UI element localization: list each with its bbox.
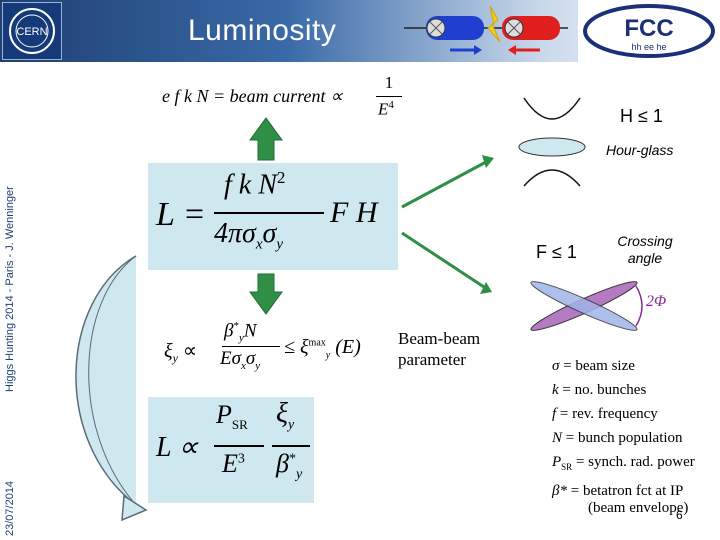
beam-collision-graphic	[404, 5, 568, 55]
luminosity-lhs: L =	[156, 196, 206, 233]
beam-current-fraction-line	[376, 96, 402, 97]
curved-arrow-head-icon	[121, 494, 148, 522]
luminosity-formula-box	[148, 163, 398, 270]
curved-arrow-inner	[88, 255, 137, 506]
fcc-logo: FCC hh ee he	[578, 0, 720, 62]
symbol-legend: σ = beam size k = no. bunches f = rev. f…	[552, 354, 695, 503]
crossing-beam-2	[530, 281, 638, 331]
page-title: Luminosity	[188, 14, 337, 47]
legend-item: k = no. bunches	[552, 382, 647, 398]
hourglass-label: H ≤ 1	[620, 106, 663, 126]
luminosity-numerator: f k N2	[224, 168, 286, 201]
beam-current-numerator: 1	[384, 73, 394, 92]
luminosity-fraction-line	[214, 212, 324, 214]
legend-item: β* = betatron fct at IP	[552, 483, 684, 499]
curved-arrow-body	[75, 255, 137, 506]
page-number: 6	[676, 508, 683, 522]
sr-lhs: L ∝	[156, 432, 199, 463]
sr-fraction-line-1	[214, 445, 264, 447]
legend-item: N = bunch population	[552, 430, 683, 446]
legend-item: PSR = synch. rad. power	[552, 454, 695, 472]
crossing-angle-arc	[635, 285, 643, 327]
arrow-up-to-beam-current	[249, 117, 283, 161]
hourglass-top-curve	[523, 97, 581, 120]
beam-current-lhs: e f k N = beam current ∝	[162, 86, 343, 106]
arrow-down-to-beam-beam	[249, 273, 283, 315]
fcc-logo-text: FCC	[624, 15, 673, 42]
hourglass-caption: Hour-glass	[606, 142, 674, 158]
beam-current-denominator: E4	[378, 99, 394, 119]
legend-item: f = rev. frequency	[552, 406, 658, 422]
legend-tail: (beam envelope)	[588, 500, 689, 516]
crossing-angle-label: 2Φ	[646, 293, 667, 310]
sr-power: PSR	[216, 400, 248, 433]
line-to-hourglass	[401, 160, 487, 209]
crossing-label: F ≤ 1	[536, 242, 577, 262]
hourglass-beam-ellipse	[518, 137, 586, 157]
fcc-logo-icon: FCC hh ee he	[583, 4, 715, 58]
beam-beam-fraction-line	[222, 346, 280, 347]
beam-beam-lhs: ξy ∝	[164, 340, 198, 365]
sr-beta: β*y	[276, 449, 303, 483]
hourglass-bottom-curve	[523, 169, 581, 187]
sr-formula-box	[148, 397, 314, 503]
legend-item: σ = beam size	[552, 358, 635, 374]
beam-beam-denominator: Eσxσy	[220, 348, 261, 372]
sr-fraction-line-2	[272, 445, 310, 447]
beam-beam-limit: ≤ ξmaxy (E)	[284, 336, 361, 361]
luminosity-denominator: 4πσxσy	[214, 218, 283, 253]
luminosity-factors: F H	[330, 196, 378, 229]
arrow-head-crossing-icon	[480, 282, 492, 294]
sr-xi: ξy	[276, 398, 295, 433]
cern-logo: CERN	[2, 2, 62, 60]
cern-logo-text: CERN	[16, 26, 47, 38]
cern-logo-icon: CERN	[9, 8, 55, 54]
beam-beam-numerator: β*yN	[224, 320, 257, 345]
sr-energy: E3	[222, 449, 245, 478]
arrow-head-hourglass-icon	[482, 155, 494, 168]
fcc-logo-subtext: hh ee he	[631, 42, 666, 52]
line-to-crossing	[401, 231, 485, 289]
